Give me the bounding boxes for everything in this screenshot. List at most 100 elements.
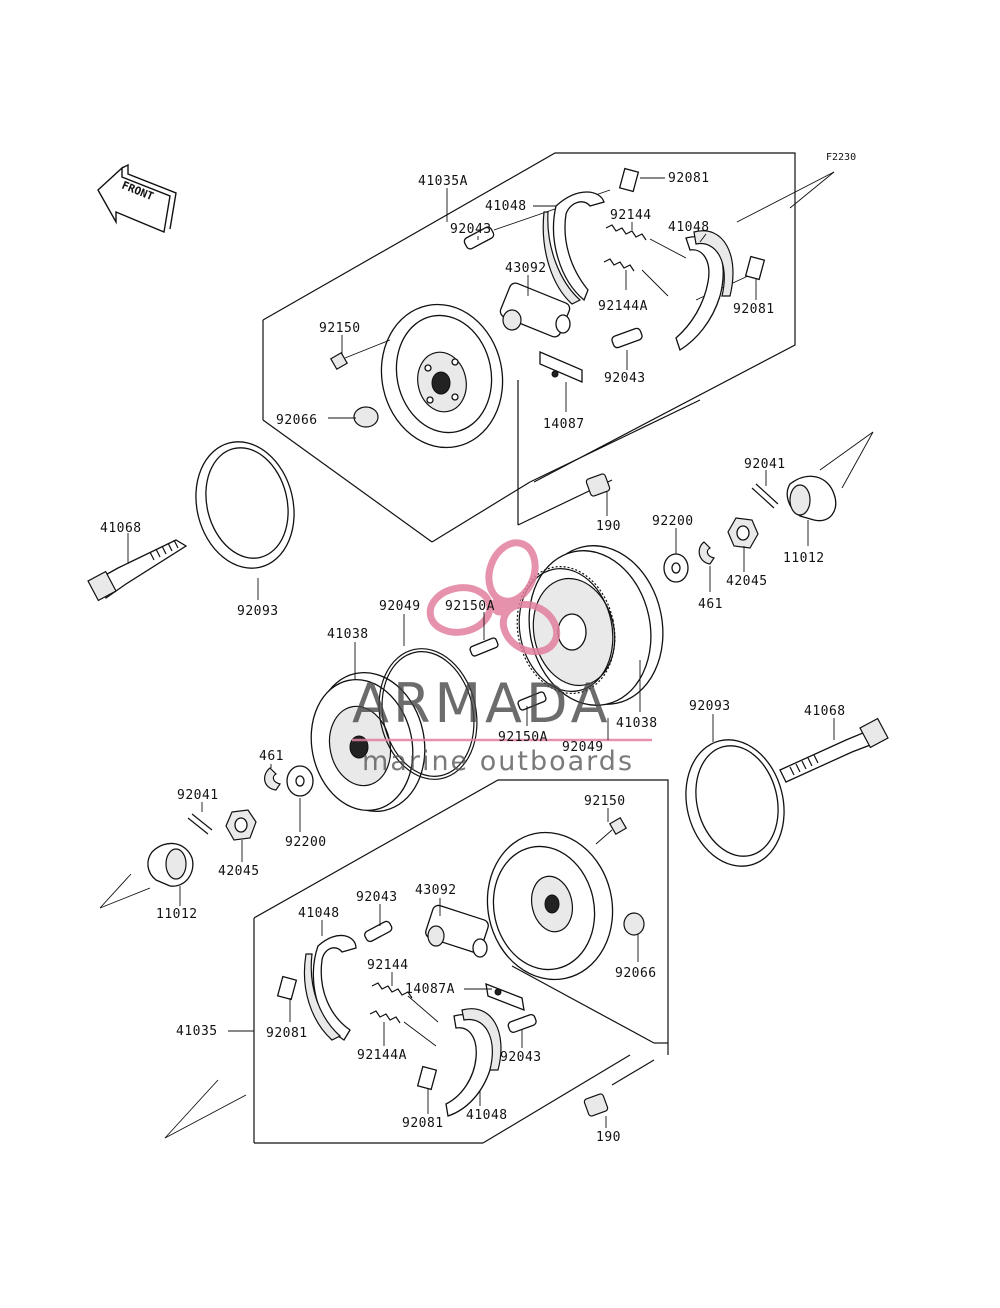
- lower-brake-panel: [486, 831, 614, 981]
- label-190-bottom: 190: [596, 1130, 621, 1145]
- spring-92144A-lower: [369, 1010, 437, 1047]
- pin-92043-lower-a: [364, 920, 393, 943]
- spring-92144A-upper: [603, 258, 669, 297]
- bolt-190-lower: [583, 1093, 609, 1117]
- axle-41068-left: [87, 539, 188, 602]
- axle-41068-right: [779, 717, 889, 783]
- label-41048-bottom-left: 41048: [298, 906, 340, 921]
- brake-shoe-upper-right: [675, 230, 734, 351]
- plug-lower: [623, 912, 645, 936]
- clip-92081-lower-a: [276, 975, 298, 1001]
- nut-42045-right: [727, 517, 759, 549]
- label-92200-left: 92200: [285, 835, 327, 850]
- clip-92081-upper-a: [618, 167, 640, 193]
- washer-92200-left: [286, 765, 314, 797]
- watermark-brand: ARMADA: [352, 672, 612, 735]
- hub-drum-right: [528, 545, 664, 706]
- propeller-logo-icon: [426, 539, 561, 656]
- label-92043-top-b: 92043: [604, 371, 646, 386]
- label-41048-top-right: 41048: [668, 220, 710, 235]
- front-arrow-icon: FRONT: [97, 163, 177, 233]
- cotter-92041-right: [751, 483, 779, 509]
- label-43092-top: 43092: [505, 261, 547, 276]
- spring-92144-lower: [371, 982, 439, 1023]
- watermark-tagline: marine outboards: [362, 746, 634, 777]
- part-labels: 41035A 92081 41048 92144 41048 92043 430…: [100, 171, 846, 1145]
- hub-drum-left: [310, 671, 426, 813]
- label-42045-right: 42045: [726, 574, 768, 589]
- label-92093-left: 92093: [237, 604, 279, 619]
- wheel-cylinder-lower: [425, 904, 489, 958]
- c-ring-461-left: [264, 767, 281, 791]
- label-92041-left: 92041: [177, 788, 219, 803]
- brake-band-right: [685, 739, 785, 867]
- bolt-92150-lower: [595, 816, 628, 845]
- label-92043-top-a: 92043: [450, 222, 492, 237]
- label-92093-right: 92093: [689, 699, 731, 714]
- lower-assembly-box: [253, 779, 669, 1144]
- label-41035A: 41035A: [418, 174, 468, 189]
- label-41038-left: 41038: [327, 627, 369, 642]
- figure-code: F2230: [826, 152, 856, 163]
- stud-92150A-upper: [469, 637, 499, 657]
- spring-92144-upper: [605, 224, 687, 259]
- label-92144-bottom: 92144: [367, 958, 409, 973]
- cotter-92041-left: [187, 813, 213, 835]
- label-92081-top: 92081: [668, 171, 710, 186]
- label-190-top: 190: [596, 519, 621, 534]
- stud-92150A-lower: [517, 691, 547, 711]
- label-92081-top-right: 92081: [733, 302, 775, 317]
- bolt-92150-upper: [329, 339, 391, 371]
- leader-lines: [127, 177, 835, 1128]
- label-41068-left: 41068: [100, 521, 142, 536]
- upper-assembly-box: [262, 152, 796, 543]
- label-43092-bottom: 43092: [415, 883, 457, 898]
- label-92144A-top: 92144A: [598, 299, 648, 314]
- label-11012-right: 11012: [783, 551, 825, 566]
- label-92144-top: 92144: [610, 208, 652, 223]
- washer-92200-right: [663, 553, 689, 583]
- label-41038-right: 41038: [616, 716, 658, 731]
- label-92150A-bottom: 92150A: [498, 730, 548, 745]
- c-ring-461-right: [698, 541, 715, 565]
- label-92066-bottom: 92066: [615, 966, 657, 981]
- label-42045-left: 42045: [218, 864, 260, 879]
- brake-band-left: [195, 441, 295, 569]
- label-14087: 14087: [543, 417, 585, 432]
- label-41048-bottom-right: 41048: [466, 1108, 508, 1123]
- label-461-left: 461: [259, 749, 284, 764]
- label-461-right: 461: [698, 597, 723, 612]
- bracket-14087: [539, 351, 583, 383]
- watermark: ARMADA marine outboards: [352, 539, 652, 777]
- label-92041-right: 92041: [744, 457, 786, 472]
- label-92081-bottom-a: 92081: [266, 1026, 308, 1041]
- nut-42045-left: [225, 809, 257, 841]
- wheel-cylinder-upper: [499, 282, 571, 338]
- pin-92043-lower-b: [507, 1013, 537, 1033]
- gasket-92049-right: [516, 566, 616, 694]
- label-41035: 41035: [176, 1024, 218, 1039]
- label-11012-left: 11012: [156, 907, 198, 922]
- brake-shoe-upper-left: [542, 191, 605, 305]
- label-92043-bottom-b: 92043: [500, 1050, 542, 1065]
- bolt-190-upper: [585, 473, 611, 497]
- plug-upper: [353, 406, 379, 428]
- label-92144A-bottom: 92144A: [357, 1048, 407, 1063]
- brake-shoe-lower-right: [445, 1008, 502, 1117]
- clip-92081-lower-b: [416, 1065, 438, 1091]
- pin-92043-upper-b: [611, 327, 643, 349]
- gasket-92049-left: [378, 648, 478, 780]
- label-92200-right: 92200: [652, 514, 694, 529]
- label-14087A: 14087A: [405, 982, 455, 997]
- label-92150A-top: 92150A: [445, 599, 495, 614]
- label-92150-top: 92150: [319, 321, 361, 336]
- label-41068-right: 41068: [804, 704, 846, 719]
- label-41048-top-left: 41048: [485, 199, 527, 214]
- bracket-14087A: [485, 982, 525, 1012]
- label-92049-bottom: 92049: [562, 740, 604, 755]
- label-92066-top: 92066: [276, 413, 318, 428]
- label-92049-top: 92049: [379, 599, 421, 614]
- upper-brake-panel: [380, 303, 504, 449]
- label-92150-bottom: 92150: [584, 794, 626, 809]
